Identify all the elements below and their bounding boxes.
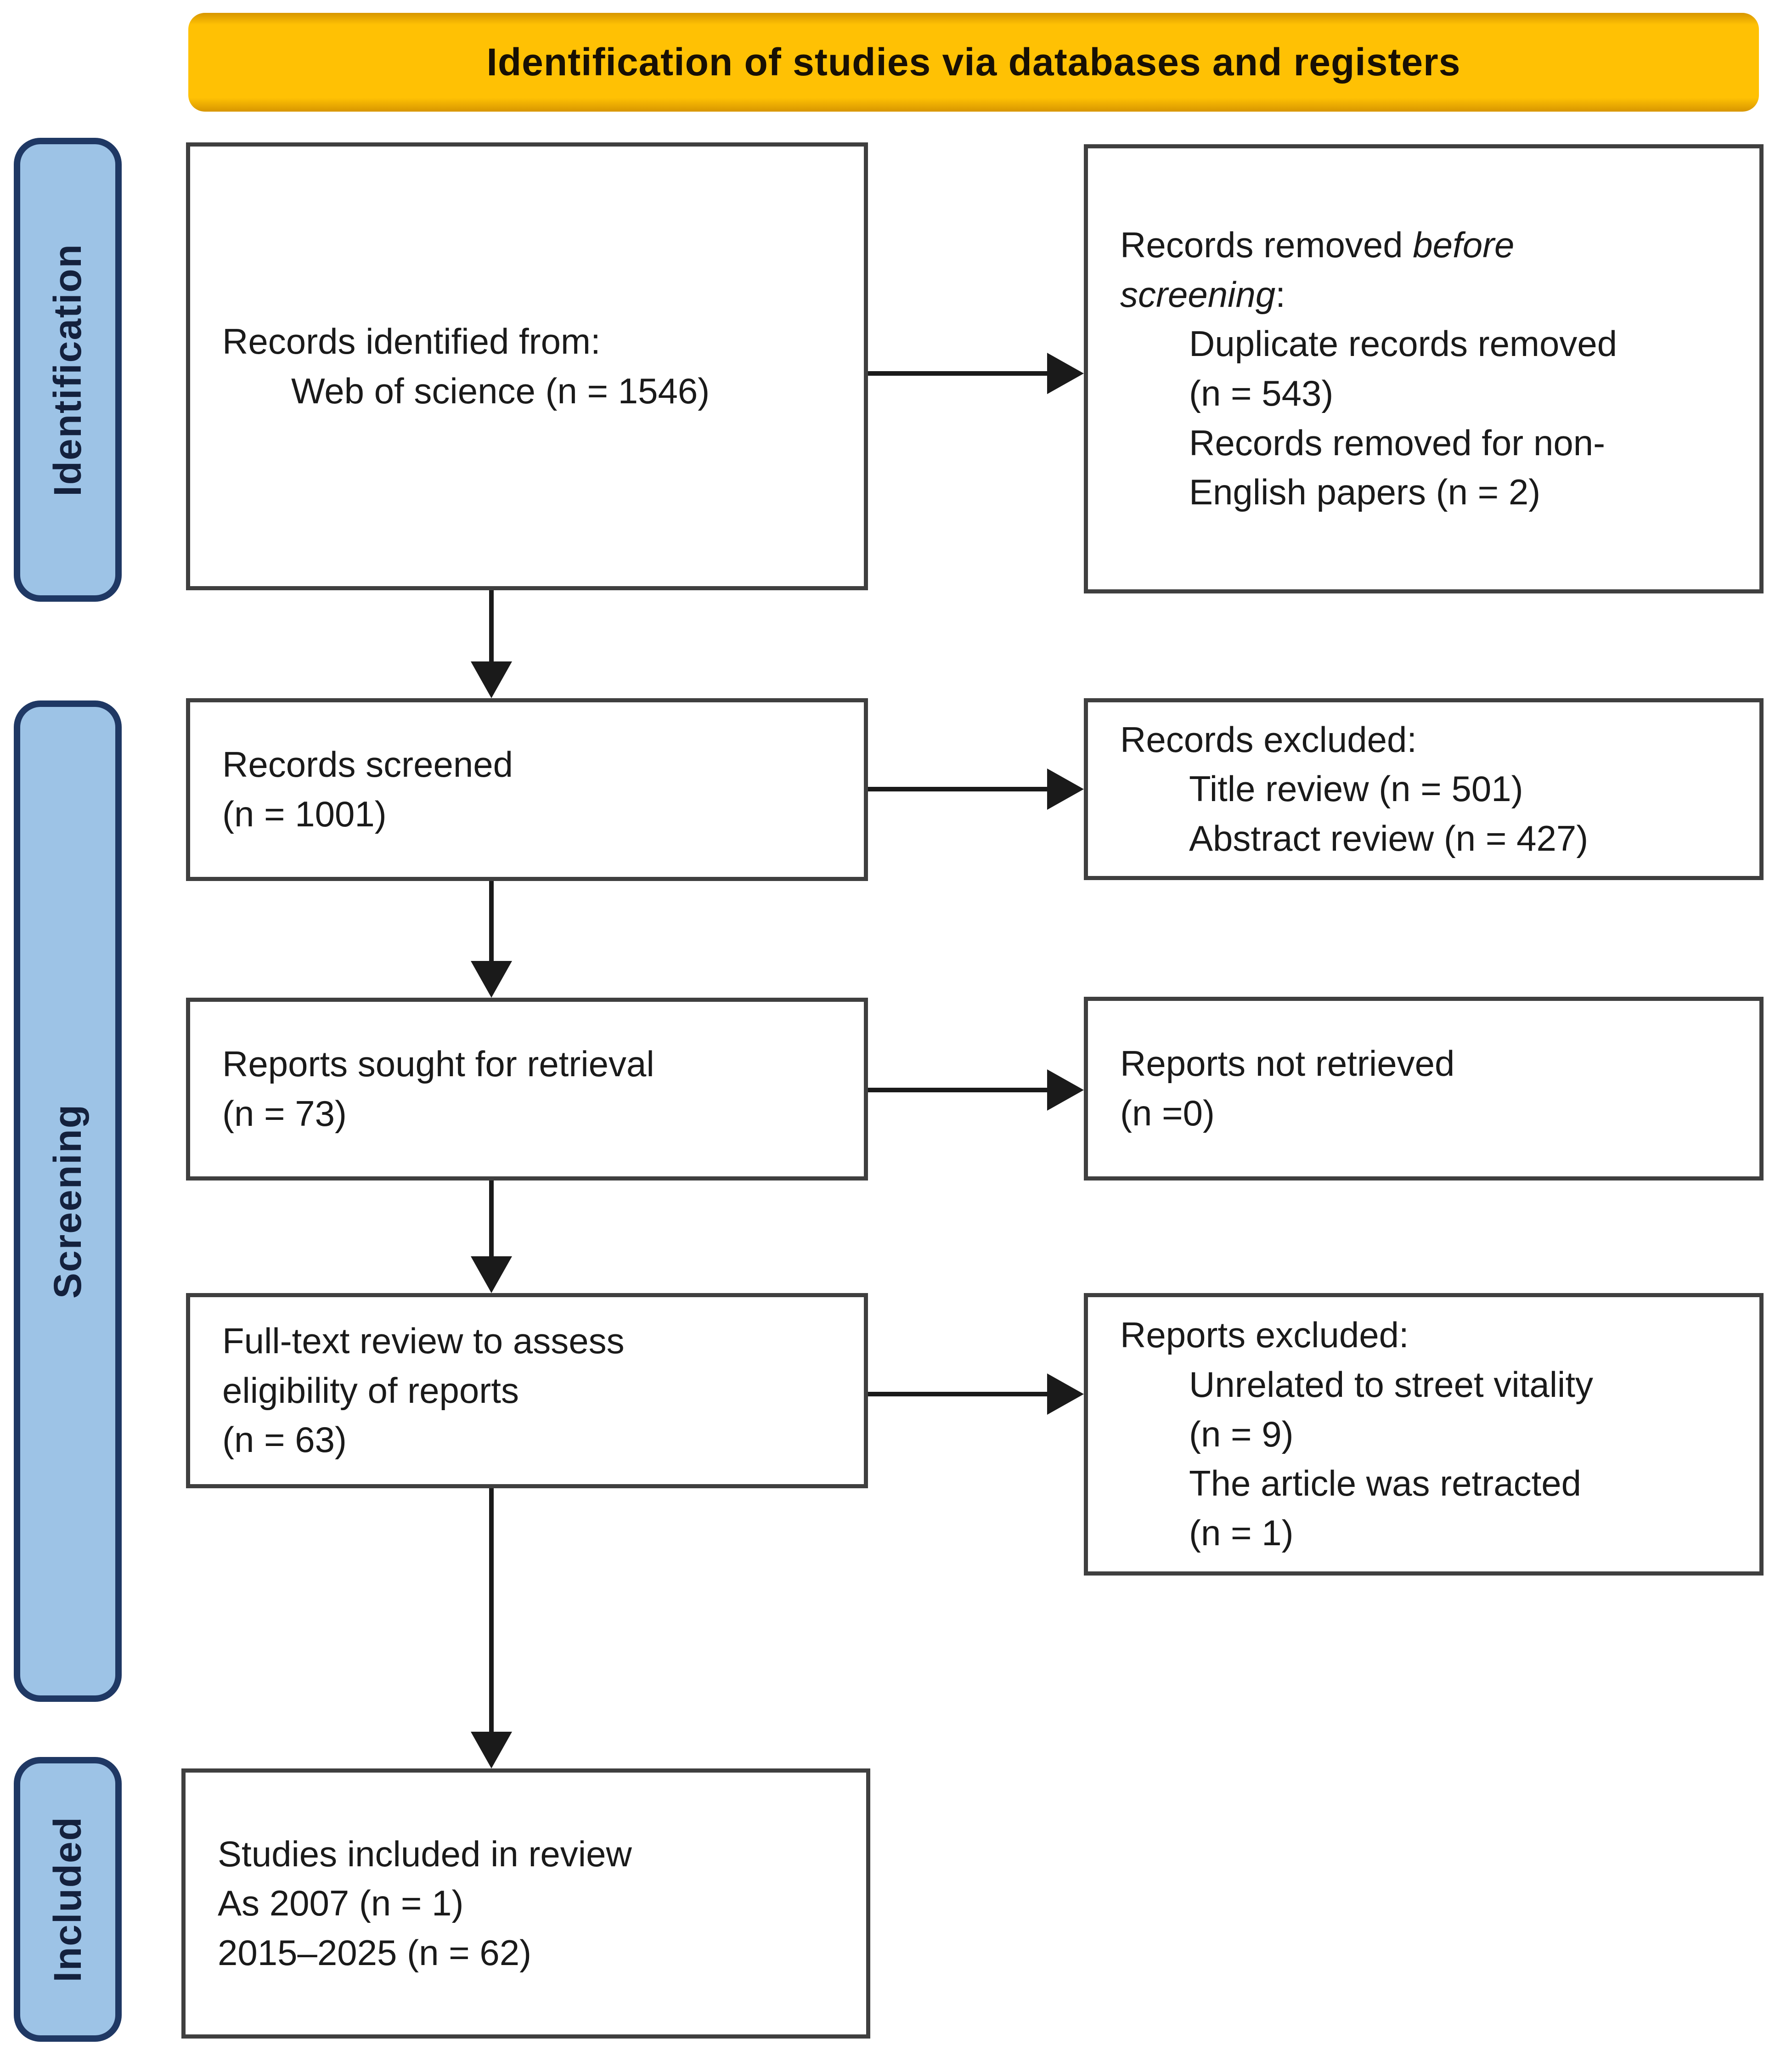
box-reports-sought: Reports sought for retrieval (n = 73): [186, 998, 868, 1181]
box-records-screened: Records screened (n = 1001): [186, 698, 868, 881]
stage-label-identification: Identification: [46, 243, 89, 497]
stage-bar-screening: Screening: [14, 700, 122, 1702]
stage-bar-included: Included: [14, 1757, 122, 2042]
records-screened-line1: Records screened: [222, 744, 513, 785]
records-identified-line2: Web of science (n = 1546): [291, 370, 710, 411]
records-removed-item1: Duplicate records removed: [1189, 323, 1617, 364]
records-removed-line2-plain: :: [1275, 274, 1285, 315]
reports-not-retrieved-line1: Reports not retrieved: [1120, 1043, 1455, 1084]
records-removed-line1-plain: Records removed: [1120, 225, 1413, 265]
arrow-shaft: [868, 1392, 1047, 1396]
box-records-removed-before-screening: Records removed before screening: Duplic…: [1084, 144, 1764, 593]
box-records-identified: Records identified from: Web of science …: [186, 142, 868, 590]
records-removed-item4: English papers (n = 2): [1189, 472, 1541, 513]
stage-bar-identification: Identification: [14, 138, 122, 602]
studies-included-line1: Studies included in review: [218, 1833, 632, 1874]
stage-label-included: Included: [46, 1816, 89, 1983]
reports-sought-line1: Reports sought for retrieval: [222, 1044, 654, 1084]
records-excluded-line1: Records excluded:: [1120, 719, 1417, 760]
box-reports-excluded: Reports excluded: Unrelated to street vi…: [1084, 1293, 1764, 1576]
reports-not-retrieved-line2: (n =0): [1120, 1093, 1215, 1133]
records-removed-line1: Records removed before: [1120, 220, 1741, 270]
down-arrowhead-icon: [471, 661, 512, 698]
reports-sought-line2: (n = 73): [222, 1093, 347, 1134]
box-reports-not-retrieved: Reports not retrieved (n =0): [1084, 997, 1764, 1181]
box-records-excluded: Records excluded: Title review (n = 501)…: [1084, 698, 1764, 880]
box-studies-included: Studies included in review As 2007 (n = …: [181, 1768, 870, 2039]
reports-excluded-item4: (n = 1): [1189, 1512, 1294, 1553]
records-removed-line1-italic: before: [1413, 225, 1515, 265]
box-fulltext-review: Full-text review to assess eligibility o…: [186, 1293, 868, 1488]
studies-included-line2: As 2007 (n = 1): [218, 1883, 464, 1924]
studies-included-line3: 2015–2025 (n = 62): [218, 1932, 532, 1973]
arrow-shaft: [489, 1181, 494, 1256]
stage-label-screening: Screening: [46, 1103, 89, 1299]
records-excluded-item2: Abstract review (n = 427): [1189, 818, 1589, 859]
records-excluded-item1: Title review (n = 501): [1189, 768, 1523, 809]
fulltext-review-line2: eligibility of reports: [222, 1370, 519, 1411]
arrow-shaft: [489, 590, 494, 661]
arrow-shaft: [489, 881, 494, 961]
arrow-shaft: [868, 371, 1047, 376]
records-identified-line1: Records identified from:: [222, 321, 601, 361]
fulltext-review-line3: (n = 63): [222, 1419, 347, 1460]
diagram-title-banner: Identification of studies via databases …: [188, 13, 1759, 112]
arrow-shaft: [868, 1088, 1047, 1092]
right-arrowhead-icon: [1047, 353, 1084, 394]
reports-excluded-item3: The article was retracted: [1189, 1463, 1582, 1504]
reports-excluded-item2: (n = 9): [1189, 1413, 1294, 1454]
down-arrowhead-icon: [471, 1256, 512, 1293]
fulltext-review-line1: Full-text review to assess: [222, 1321, 625, 1361]
arrow-shaft: [489, 1488, 494, 1732]
right-arrowhead-icon: [1047, 1373, 1084, 1415]
diagram-title: Identification of studies via databases …: [486, 40, 1461, 84]
reports-excluded-line1: Reports excluded:: [1120, 1315, 1409, 1356]
records-removed-item2: (n = 543): [1189, 373, 1334, 413]
right-arrowhead-icon: [1047, 768, 1084, 810]
down-arrowhead-icon: [471, 961, 512, 998]
reports-excluded-item1: Unrelated to street vitality: [1189, 1364, 1594, 1405]
records-removed-item3: Records removed for non-: [1189, 422, 1606, 463]
records-removed-line2-italic: screening: [1120, 274, 1276, 315]
records-removed-line2: screening:: [1120, 270, 1741, 320]
down-arrowhead-icon: [471, 1732, 512, 1768]
arrow-shaft: [868, 787, 1047, 791]
right-arrowhead-icon: [1047, 1069, 1084, 1111]
records-screened-line2: (n = 1001): [222, 794, 387, 834]
